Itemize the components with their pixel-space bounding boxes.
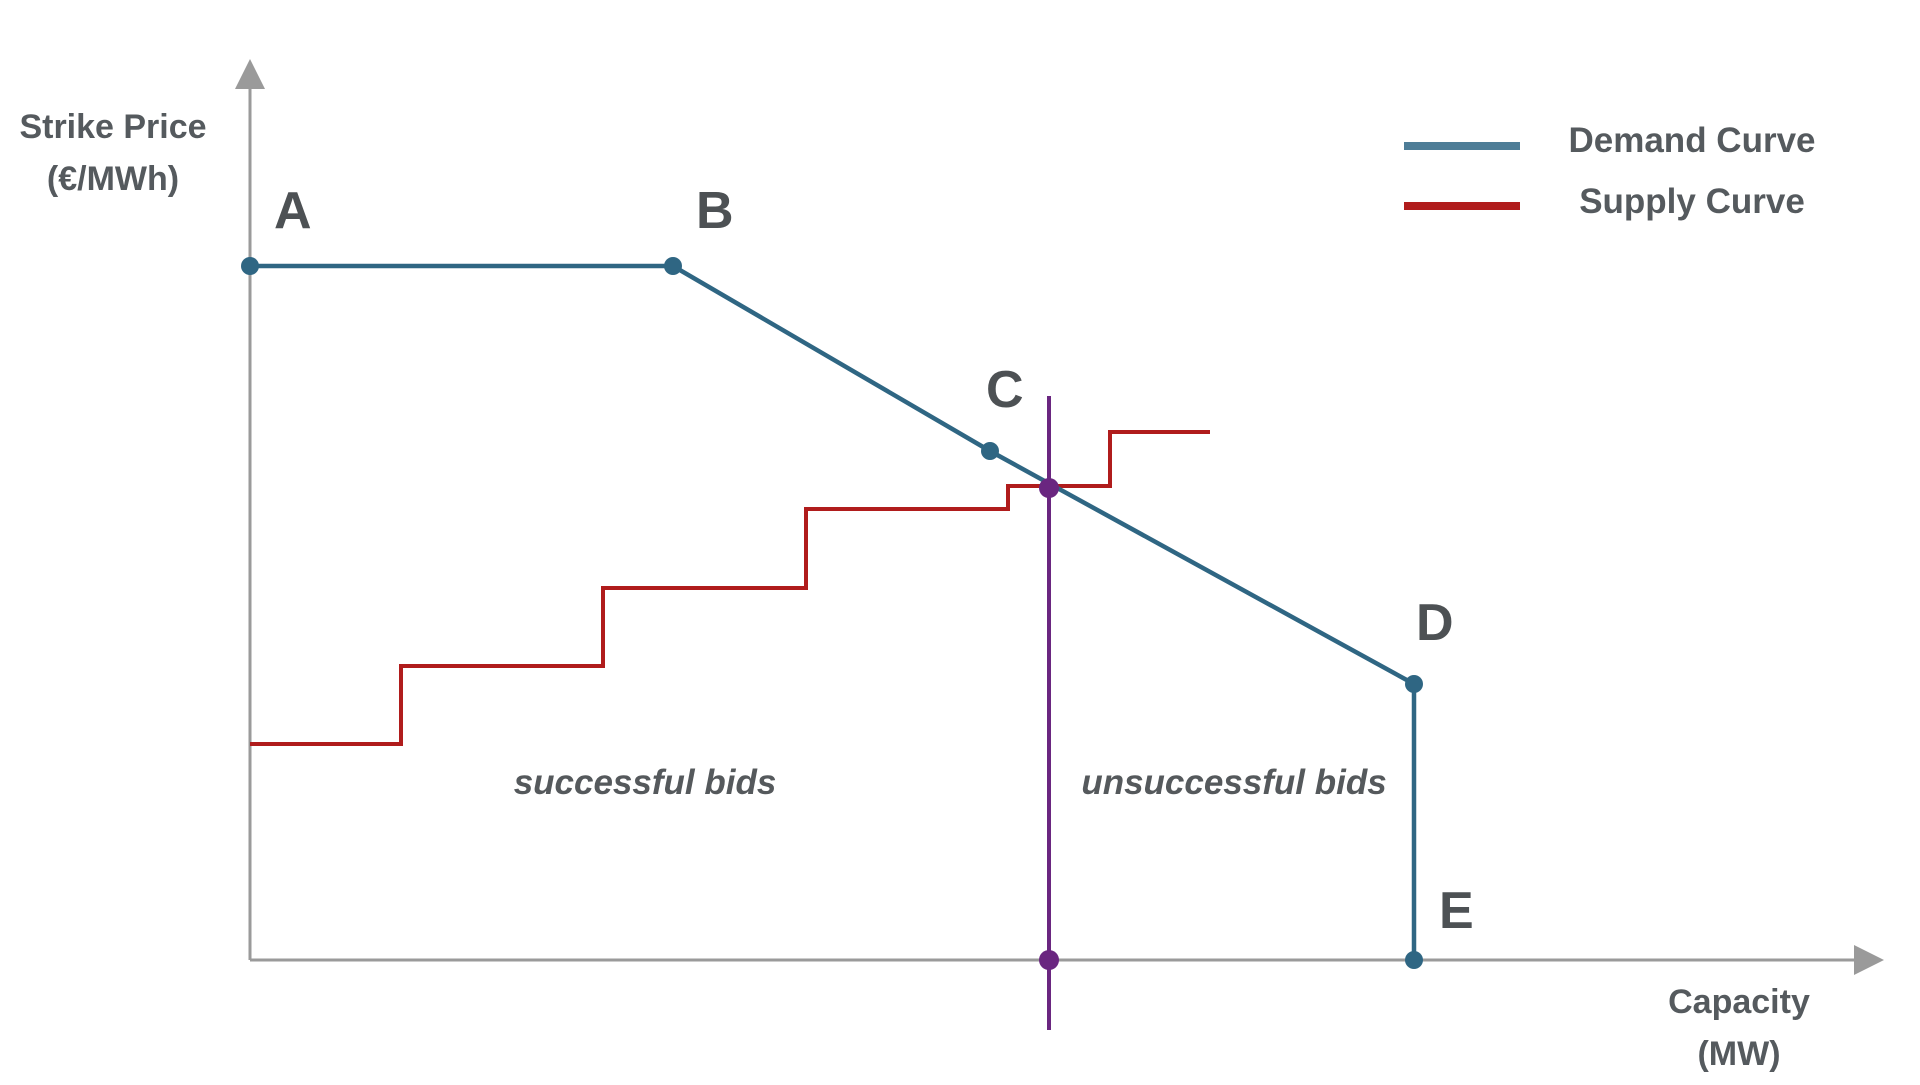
label-b: B bbox=[696, 182, 734, 240]
demand-point-a bbox=[241, 257, 259, 275]
x-axis-title-line2: (MW) bbox=[1697, 1035, 1780, 1073]
label-a: A bbox=[274, 182, 312, 240]
label-e: E bbox=[1439, 882, 1474, 940]
unsuccessful-bids-label: unsuccessful bids bbox=[1081, 763, 1386, 802]
x-axis-title-line1: Capacity bbox=[1668, 983, 1810, 1021]
y-axis-title-line2: (€/MWh) bbox=[47, 160, 179, 198]
label-d: D bbox=[1416, 594, 1454, 652]
legend: Demand Curve Supply Curve bbox=[1404, 121, 1816, 221]
legend-supply-label: Supply Curve bbox=[1579, 182, 1805, 221]
label-c: C bbox=[986, 361, 1024, 419]
demand-point-b bbox=[664, 257, 682, 275]
successful-bids-label: successful bids bbox=[514, 763, 777, 802]
demand-curve bbox=[250, 263, 1417, 960]
demand-point-e bbox=[1405, 951, 1423, 969]
demand-point-c bbox=[981, 442, 999, 460]
clearing-intersection-point bbox=[1039, 478, 1059, 498]
clearing-axis-point bbox=[1039, 950, 1059, 970]
demand-point-d bbox=[1405, 675, 1423, 693]
legend-demand-label: Demand Curve bbox=[1568, 121, 1815, 160]
y-axis-title-line1: Strike Price bbox=[19, 108, 206, 146]
supply-curve bbox=[250, 430, 1210, 746]
